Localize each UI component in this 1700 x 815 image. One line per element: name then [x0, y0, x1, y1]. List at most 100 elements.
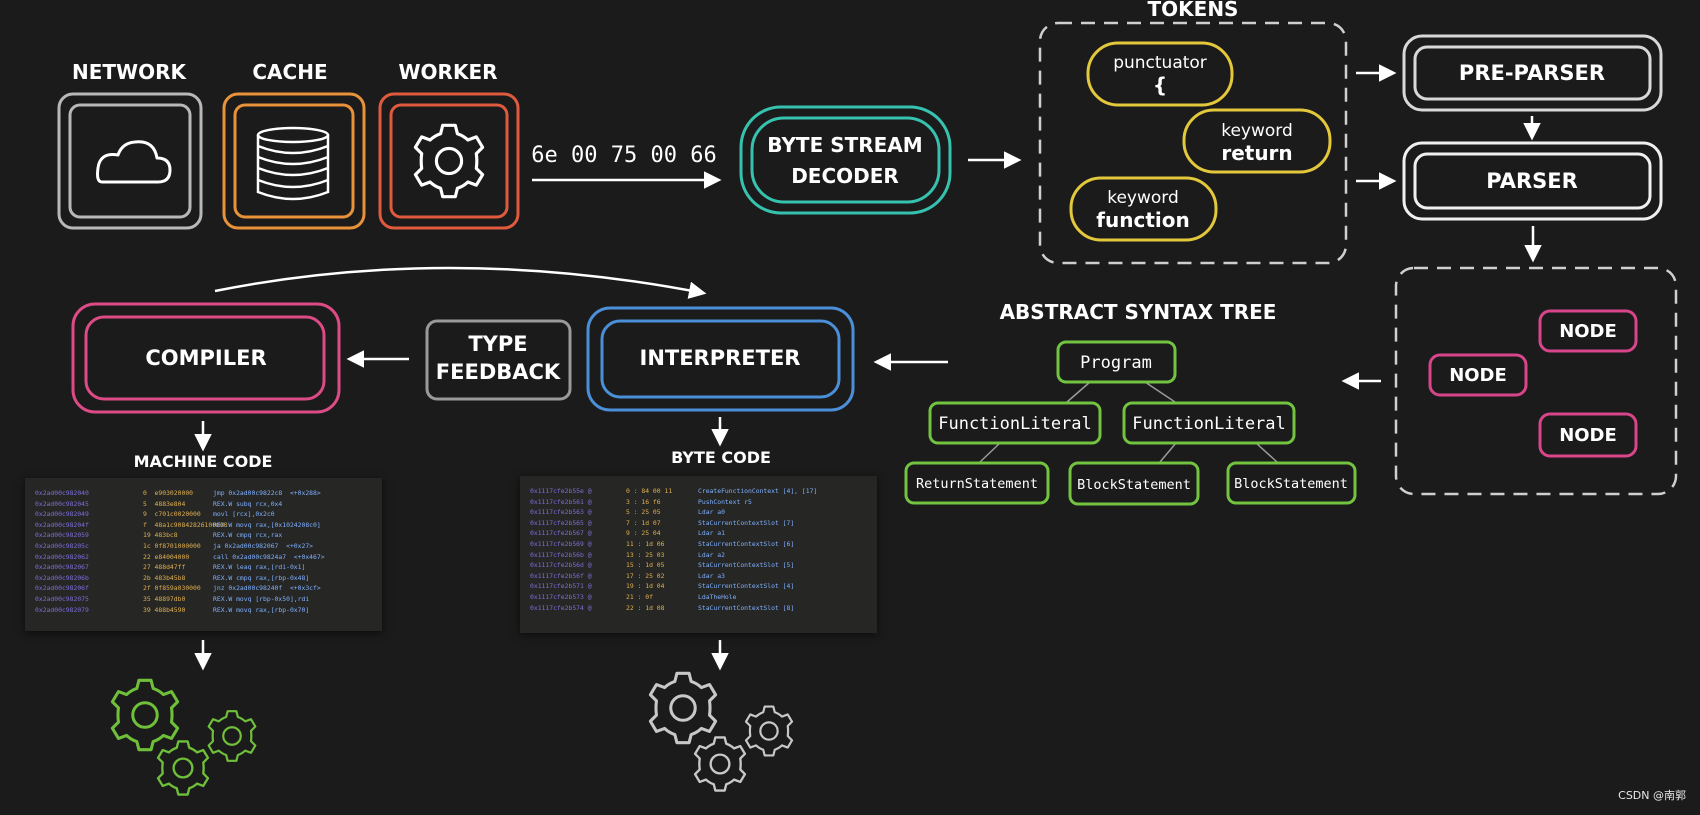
code-instruction: REX.W movq rax,[rbp-0x70]	[213, 605, 310, 614]
gear-icon	[648, 671, 718, 745]
code-bytes: 2f 0f859a030000	[143, 584, 201, 593]
code-instruction: REX.W cmpq rcx,rax	[213, 531, 283, 540]
code-address: 0x1117cfe2b56f @	[530, 571, 592, 580]
code-instruction: StaCurrentContextSlot [5]	[698, 561, 795, 570]
code-bytes: 13 : 25 03	[626, 550, 665, 559]
code-address: 0x2ad00c982040	[35, 489, 89, 497]
type-feedback-line2: FEEDBACK	[436, 360, 561, 384]
code-address: 0x2ad00c982067	[35, 563, 89, 572]
code-instruction: Ldar a1	[698, 529, 725, 538]
code-line: 0x1117cfe2b56f @ 17 : 25 02 Ldar a3	[530, 571, 867, 582]
network-box	[57, 92, 203, 230]
credit-watermark: CSDN @南郭	[1618, 789, 1686, 802]
code-instruction: REX.W subq rcx,0x4	[213, 499, 283, 508]
byte-sequence: 6e 00 75 00 66	[531, 143, 716, 168]
token-value: function	[1096, 208, 1189, 232]
code-instruction: jnz 0x2ad00c98240f <+0x3cf>	[213, 584, 321, 593]
code-instruction: Ldar a2	[698, 550, 725, 559]
pre-parser-label: PRE-PARSER	[1459, 61, 1605, 85]
code-instruction: StaCurrentContextSlot [6]	[698, 539, 795, 548]
code-bytes: 22 e84004000	[143, 552, 190, 561]
machine-code-label: MACHINE CODE	[134, 452, 273, 471]
node-left: NODE	[1428, 353, 1528, 397]
code-instruction: Ldar a3	[698, 571, 725, 580]
code-instruction: StaCurrentContextSlot [4]	[698, 582, 795, 591]
gear-icon	[413, 123, 485, 199]
gear-icon	[693, 736, 747, 792]
token-value: return	[1221, 141, 1292, 165]
ast-node-label: FunctionLiteral	[938, 414, 1092, 434]
decoder-label-line1: BYTE STREAM	[767, 133, 922, 157]
byte-code-label: BYTE CODE	[671, 448, 771, 467]
node-bottom: NODE	[1538, 412, 1638, 458]
network-label: NETWORK	[72, 60, 188, 84]
cache-label: CACHE	[252, 60, 327, 84]
ast-node-program: Program	[1056, 340, 1177, 384]
ast-node-function-literal-2: FunctionLiteral	[1122, 401, 1296, 445]
node-label: NODE	[1559, 321, 1617, 342]
database-icon	[256, 126, 330, 201]
code-instruction: movl [rcx],0x2c0	[213, 510, 275, 519]
code-line: 0x2ad00c982045 5 4883e804 REX.W subq rcx,0…	[35, 499, 372, 510]
code-address: 0x1117cfe2b574 @	[530, 603, 592, 612]
code-address: 0x2ad00c98204f	[35, 520, 89, 529]
gear-icon	[156, 740, 210, 796]
code-instruction: LdaTheHole	[698, 592, 737, 601]
token-punctuator: punctuator {	[1086, 41, 1234, 107]
decoder-label-line2: DECODER	[791, 164, 899, 188]
code-address: 0x1117cfe2b569 @	[530, 539, 592, 548]
ast-node-label: ReturnStatement	[916, 476, 1038, 492]
code-address: 0x2ad00c98206f	[35, 584, 89, 593]
token-value: {	[1153, 73, 1167, 97]
ast-node-label: BlockStatement	[1077, 477, 1191, 493]
cache-box	[222, 92, 366, 230]
gear-icon	[207, 710, 257, 762]
ast-node-label: Program	[1080, 353, 1152, 373]
parser-label: PARSER	[1486, 169, 1578, 193]
token-type: punctuator	[1113, 53, 1207, 73]
code-address: 0x1117cfe2b573 @	[530, 592, 592, 601]
code-instruction: jmp 0x2ad00c9822c8 <+0x288>	[213, 489, 321, 497]
code-bytes: 35 48897db0	[143, 594, 186, 603]
code-bytes: 15 : 1d 05	[626, 561, 665, 570]
nodes-group	[1394, 266, 1678, 496]
code-bytes: 17 : 25 02	[626, 571, 665, 580]
code-address: 0x1117cfe2b56b @	[530, 550, 592, 559]
code-bytes: 9 : 25 04	[626, 529, 661, 538]
gear-icon	[744, 705, 794, 757]
code-bytes: 22 : 1d 08	[626, 603, 665, 612]
ast-node-label: BlockStatement	[1234, 476, 1348, 492]
code-address: 0x2ad00c982045	[35, 499, 89, 508]
interpreter: INTERPRETER	[586, 306, 855, 412]
byte-stream-decoder: BYTE STREAM DECODER	[739, 105, 952, 215]
code-line: 0x1117cfe2b569 @ 11 : 1d 06 StaCurrentCont…	[530, 539, 867, 550]
code-instruction: CreateFunctionContext [4], [17]	[698, 487, 818, 495]
code-instruction: REX.W leaq rax,[rdi-0x1]	[213, 563, 306, 572]
token-keyword-return: keyword return	[1182, 108, 1332, 174]
ast-node-block-statement-2: BlockStatement	[1226, 461, 1357, 505]
pre-parser: PRE-PARSER	[1402, 34, 1663, 112]
code-bytes: 11 : 1d 06	[626, 539, 665, 548]
code-line: 0x2ad00c98206f 2f 0f859a030000 jnz 0x2ad00…	[35, 583, 372, 594]
code-bytes: 39 488b4590	[143, 605, 186, 614]
code-address: 0x2ad00c982062	[35, 552, 89, 561]
code-instruction: call 0x2ad00c9824a7 <+0x467>	[213, 552, 325, 561]
compiler-label: COMPILER	[145, 346, 266, 370]
code-address: 0x2ad00c98206b	[35, 573, 89, 582]
code-bytes: 5 4883e804	[143, 499, 186, 508]
node-top: NODE	[1538, 309, 1638, 353]
ast-node-function-literal-1: FunctionLiteral	[928, 401, 1102, 445]
code-address: 0x2ad00c98205c	[35, 541, 89, 550]
